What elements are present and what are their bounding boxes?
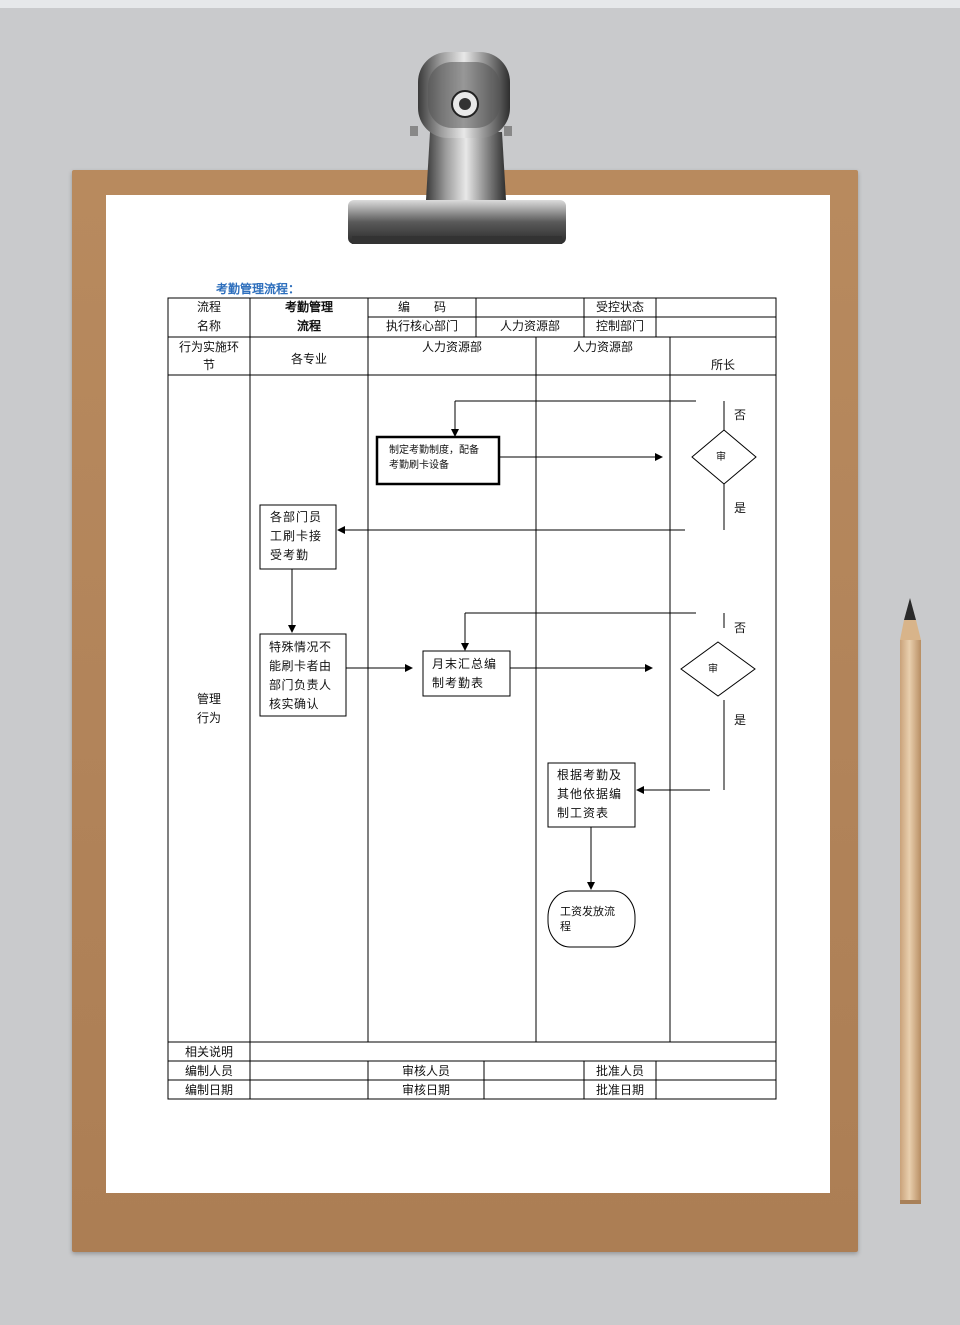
review-1-label: 审: [716, 452, 726, 463]
binder-clip-icon: [348, 52, 566, 244]
flow-name-2: 流程: [296, 319, 321, 333]
reviewed-by-label: 审核人员: [401, 1064, 450, 1078]
no-2-label: 否: [734, 621, 747, 635]
control-dept-label: 控制部门: [595, 319, 644, 333]
stage-label-1: 行为实施环: [178, 340, 239, 354]
code-label: 编 码: [397, 300, 446, 314]
doc-title: 考勤管理流程：: [216, 282, 301, 296]
node-salary-flow: 工资发放流 程: [560, 905, 615, 933]
stage-label-2: 节: [202, 358, 215, 372]
row-label-2: 行为: [196, 711, 221, 725]
column-header-specialty: 各专业: [290, 352, 327, 366]
no-1-label: 否: [734, 408, 747, 422]
node-make-policy: 制定考勤制度，配备 考勤刷卡设备: [389, 445, 479, 471]
flow-label-1: 流程: [196, 300, 221, 314]
node-monthly-summary: 月末汇总编 制考勤表: [432, 657, 498, 690]
flow-label-2: 名称: [196, 319, 221, 333]
approved-by-label: 批准人员: [595, 1064, 644, 1078]
exec-dept-label: 执行核心部门: [385, 319, 458, 333]
node-staff-clock: 各部门员 工刷卡接 受考勤: [270, 510, 323, 562]
paper-sheet: [106, 195, 830, 1193]
column-header-director: 所长: [710, 358, 735, 372]
prepared-by-label: 编制人员: [184, 1064, 233, 1078]
flow-name-1: 考勤管理: [284, 300, 333, 314]
review-2-label: 审: [708, 664, 718, 675]
prepared-date-label: 编制日期: [184, 1083, 233, 1097]
yes-1-label: 是: [734, 501, 747, 515]
approved-date-label: 批准日期: [595, 1083, 644, 1097]
row-label-1: 管理: [196, 692, 221, 706]
column-header-hr-2: 人力资源部: [572, 340, 633, 354]
node-payroll: 根据考勤及 其他依据编 制工资表: [557, 768, 623, 820]
controlled-status-label: 受控状态: [595, 300, 644, 314]
reviewed-date-label: 审核日期: [401, 1083, 450, 1097]
node-special-case: 特殊情况不 能刷卡者由 部门负责人 核实确认: [269, 640, 332, 711]
column-header-hr-1: 人力资源部: [421, 340, 482, 354]
exec-dept-value: 人力资源部: [499, 319, 560, 333]
yes-2-label: 是: [734, 713, 747, 727]
top-band: [0, 0, 960, 8]
notes-label: 相关说明: [184, 1045, 233, 1059]
